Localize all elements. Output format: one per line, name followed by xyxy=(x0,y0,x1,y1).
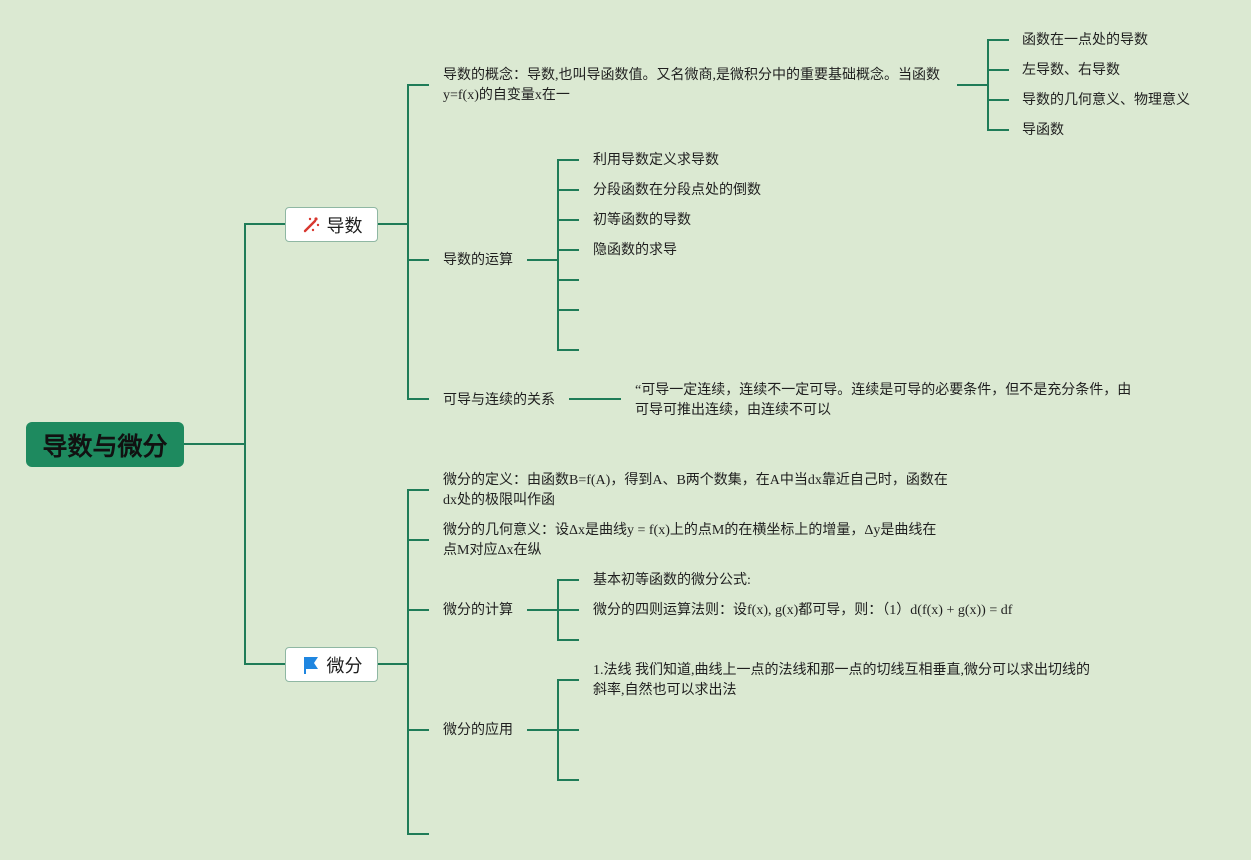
leaf-left-right-derivative[interactable]: 左导数、右导数 xyxy=(1022,63,1120,78)
branch-derivative-label: 导数 xyxy=(326,215,363,237)
topic-differential-calculation[interactable]: 微分的计算 xyxy=(443,603,513,618)
root-node[interactable]: 导数与微分 xyxy=(26,422,184,467)
leaf-arithmetic-rules[interactable]: 微分的四则运算法则：设f(x), g(x)都可导，则：（1）d(f(x) + g… xyxy=(593,603,1013,618)
branch-differential-label: 微分 xyxy=(326,655,363,677)
topic-differential-application[interactable]: 微分的应用 xyxy=(443,723,513,738)
leaf-piecewise-derivative[interactable]: 分段函数在分段点处的倒数 xyxy=(593,183,761,198)
leaf-geometric-physical-meaning[interactable]: 导数的几何意义、物理意义 xyxy=(1022,93,1190,108)
topic-differential-geometry[interactable]: 微分的几何意义：设Δx是曲线y = f(x)上的点M的在横坐标上的增量，Δy是曲… xyxy=(443,523,937,558)
branch-differential[interactable]: 微分 xyxy=(285,647,378,682)
leaf-elementary-derivative[interactable]: 初等函数的导数 xyxy=(593,213,691,228)
topic-differential-definition[interactable]: 微分的定义：由函数B=f(A)，得到A、B两个数集，在A中当dx靠近自己时，函数… xyxy=(443,473,948,508)
sparkle-icon xyxy=(301,215,321,235)
branch-derivative[interactable]: 导数 xyxy=(285,207,378,242)
leaf-basic-differential-formula[interactable]: 基本初等函数的微分公式: xyxy=(593,573,751,588)
leaf-continuity-relation[interactable]: “可导一定连续，连续不一定可导。连续是可导的必要条件，但不是充分条件，由可导可推… xyxy=(635,383,1132,418)
topic-differentiability-continuity[interactable]: 可导与连续的关系 xyxy=(443,393,555,408)
leaf-derivative-by-definition[interactable]: 利用导数定义求导数 xyxy=(593,153,719,168)
topic-derivative-concept[interactable]: 导数的概念：导数,也叫导函数值。又名微商,是微积分中的重要基础概念。当函数y=f… xyxy=(443,68,940,103)
topic-derivative-operations[interactable]: 导数的运算 xyxy=(443,253,513,268)
leaf-derivative-at-point[interactable]: 函数在一点处的导数 xyxy=(1022,33,1148,48)
root-label: 导数与微分 xyxy=(42,431,168,461)
leaf-derivative-function[interactable]: 导函数 xyxy=(1022,123,1064,138)
leaf-implicit-derivative[interactable]: 隐函数的求导 xyxy=(593,243,677,258)
leaf-normal-line[interactable]: 1.法线 我们知道,曲线上一点的法线和那一点的切线互相垂直,微分可以求出切线的斜… xyxy=(593,663,1090,698)
flag-icon xyxy=(301,655,321,675)
